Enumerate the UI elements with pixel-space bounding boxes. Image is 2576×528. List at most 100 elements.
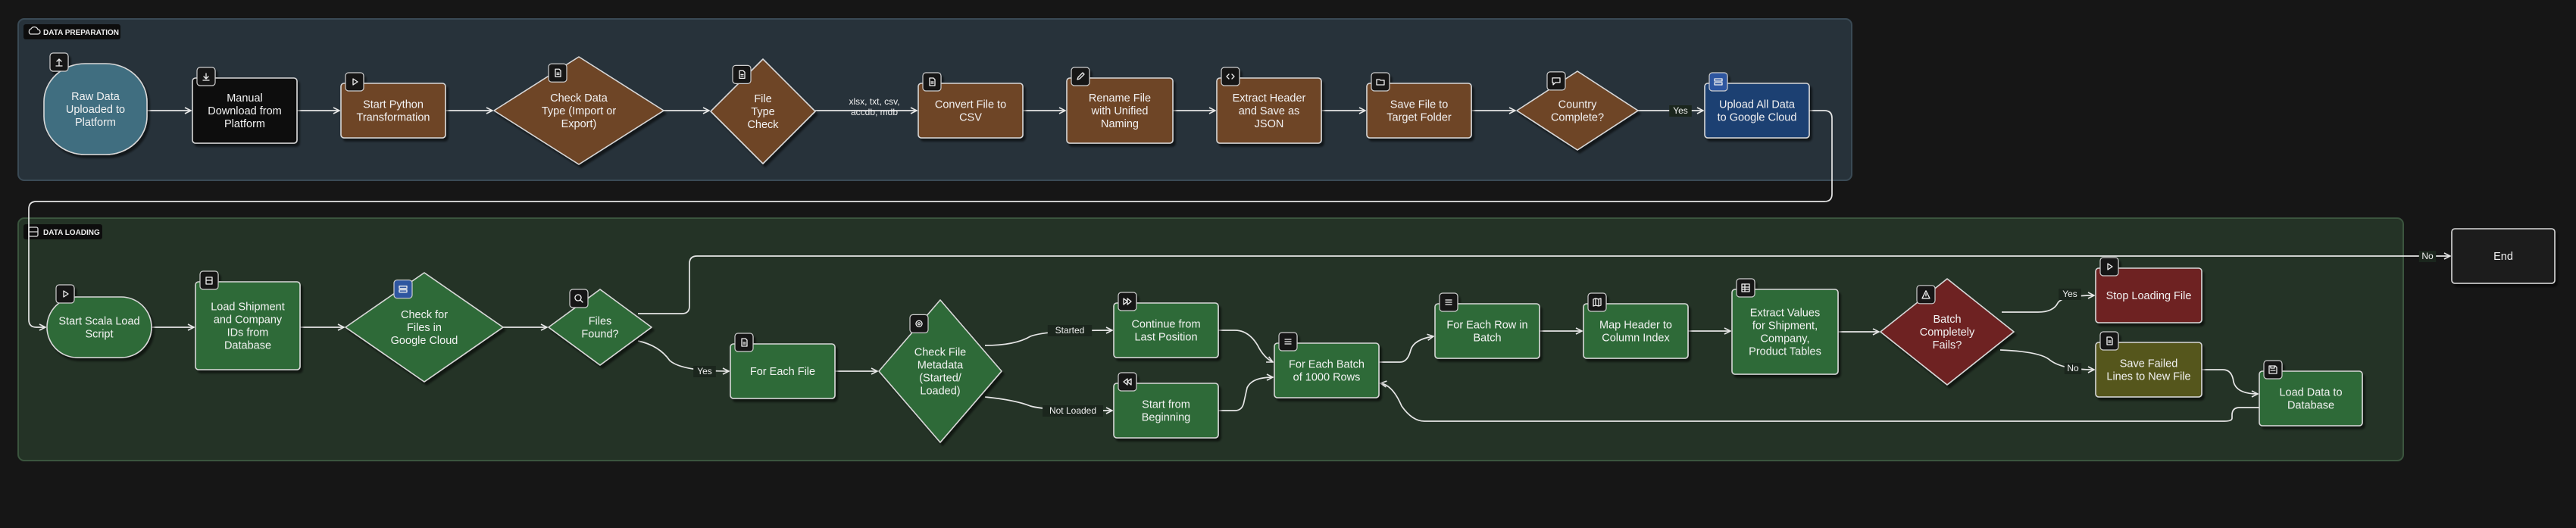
download-icon [196,67,216,86]
edge-found-end [638,256,2450,314]
edge-begin-batch [1218,377,1273,411]
node-each[interactable]: For Each File [730,333,836,399]
gear-icon [909,314,929,333]
node-label-end: End [2493,251,2513,263]
file-icon [734,333,754,352]
node-label-each: For Each File [750,366,815,378]
list-icon [1278,332,1298,351]
storage-icon [1708,72,1728,92]
list-icon [1439,292,1458,312]
fast-forward-icon [1118,292,1137,311]
edge-label-country_upload: Yes [1673,105,1688,116]
edge-cont-batch [1218,330,1273,362]
file-icon [922,72,942,92]
upload-icon [49,52,69,72]
search-icon [569,289,589,308]
edge-label-meta_cont: Started [1055,325,1085,336]
folder-icon [1371,72,1390,92]
edge-label-meta_begin: Not Loaded [1049,405,1096,416]
code-icon [1221,67,1240,86]
storage-icon [393,280,413,299]
edit-icon [1071,67,1090,86]
file-icon [2099,331,2119,351]
database-icon [199,270,219,290]
comment-icon [1546,71,1566,91]
group-label-preparation: DATA PREPARATION [43,29,119,37]
table-icon [1736,278,1755,298]
save-icon [2263,360,2283,380]
group-label-loading: DATA LOADING [43,229,100,237]
play-icon [55,284,75,304]
file-icon [732,64,752,84]
stop-icon [2099,257,2119,276]
warning-icon [1916,285,1936,305]
edge-label-fails_stop: Yes [2062,289,2077,299]
edge-label-filetype_convert: xlsx, txt, csv,accdb, mdb [849,96,899,117]
edge-label-found_end: No [2421,251,2434,261]
node-stop[interactable]: Stop Loading File [2095,257,2202,323]
edge-label-found_each: Yes [697,366,712,376]
file-icon [548,63,567,83]
edge-upload-scala [28,110,1833,327]
map-icon [1587,292,1607,312]
edge-batch-row [1379,336,1433,363]
edge-label-fails_failed: No [2067,363,2079,373]
node-end[interactable]: End [2451,228,2556,284]
cloud-upload-icon [28,26,41,35]
play-icon [345,72,364,92]
